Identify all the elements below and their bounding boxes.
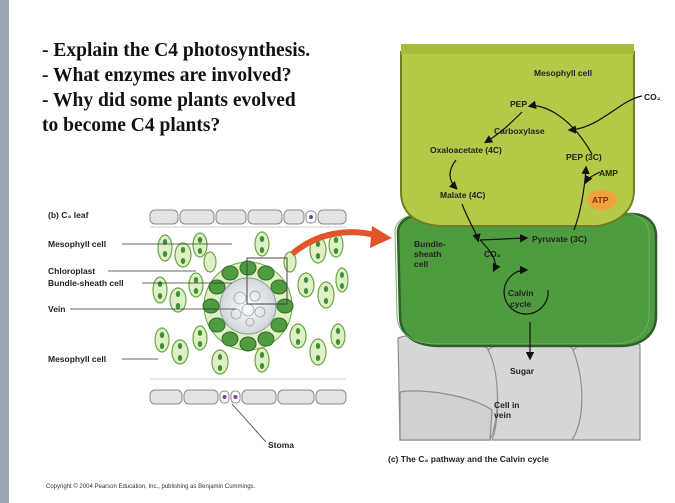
label-bundle-sheath: Bundle-sheath cell: [48, 278, 124, 288]
amp-label: AMP: [599, 168, 618, 178]
question-1: - Explain the C4 photosynthesis.: [42, 40, 311, 61]
atp-badge: [587, 190, 617, 210]
label-mesophyll-bottom: Mesophyll cell: [48, 354, 106, 364]
co2-release-arrow: [479, 239, 501, 273]
zoom-box: [246, 257, 288, 305]
copyright: Copyright © 2004 Pearson Education, Inc.…: [46, 484, 256, 490]
leaf-title: (b) C₄ leaf: [48, 210, 89, 220]
zoom-arrow: [290, 229, 379, 257]
pathway-caption: (c) The C₄ pathway and the Calvin cycle: [388, 454, 549, 464]
upper-epidermis: [149, 209, 347, 228]
mesophyll-cells: [152, 231, 349, 375]
label-chloroplast: Chloroplast: [48, 266, 95, 276]
question-2: - What enzymes are involved?: [42, 65, 292, 86]
question-3-continued: to become C4 plants?: [42, 115, 221, 136]
co2-in-arrow: [567, 95, 643, 134]
co2-released-label: CO₂: [484, 249, 501, 259]
pyruvate-label: Pyruvate (3C): [532, 234, 587, 244]
pyruvate-to-pep3c-arrow: [573, 165, 590, 231]
oxaloacetate-to-malate-arrow: [448, 159, 458, 190]
bundle-sheath-label-1: Bundle-: [414, 239, 446, 249]
co2-in-label: CO₂: [644, 92, 661, 102]
zoom-arrow-head: [370, 226, 392, 248]
vein-core: [219, 277, 277, 335]
vein-cells: [397, 333, 641, 441]
pep-label: PEP: [510, 99, 527, 109]
bundle-sheath-label-3: cell: [414, 259, 428, 269]
malate-down-arrow: [461, 203, 481, 243]
pathway-arrows: [448, 95, 643, 361]
vein-cell-label-2: vein: [494, 410, 511, 420]
vein-cell-label-1: Cell in: [494, 400, 520, 410]
sugar-label: Sugar: [510, 366, 535, 376]
slide-left-border: [0, 0, 9, 503]
bundle-sheath-label-2: sheath: [414, 249, 441, 259]
leaf-cross-section: (b) C₄ leaf Mesophyll cell Chloroplast B…: [48, 209, 392, 450]
calvin-label-2: cycle: [510, 299, 532, 309]
mesophyll-chloroplasts: [157, 236, 344, 371]
mesophyll-cell-label: Mesophyll cell: [534, 68, 592, 78]
lower-epidermis: [149, 378, 347, 405]
malate-label: Malate (4C): [440, 190, 486, 200]
mesophyll-cell: [400, 51, 635, 227]
question-list: - Explain the C4 photosynthesis. - What …: [42, 38, 310, 138]
oxaloacetate-label: Oxaloacetate (4C): [430, 145, 502, 155]
question-3: - Why did some plants evolved: [42, 90, 296, 111]
bundle-sheath-ring: [202, 260, 294, 352]
label-mesophyll-top: Mesophyll cell: [48, 239, 106, 249]
amp-arrow: [584, 171, 601, 185]
label-stoma: Stoma: [268, 440, 294, 450]
pep-to-oxaloacetate-arrow: [483, 111, 523, 144]
pep3c-to-pep-arrow: [527, 100, 593, 155]
to-pyruvate-arrow: [479, 234, 529, 243]
label-vein: Vein: [48, 304, 65, 314]
pep3c-label: PEP (3C): [566, 152, 602, 162]
bundle-sheath-cell: [396, 212, 658, 348]
calvin-cycle-arrow: [503, 265, 549, 315]
c4-pathway: Mesophyll cell CO₂ PEP Carboxylase Oxalo…: [388, 44, 661, 464]
carboxylase-label: Carboxylase: [494, 126, 545, 136]
calvin-label-1: Calvin: [508, 288, 534, 298]
atp-label: ATP: [592, 195, 609, 205]
